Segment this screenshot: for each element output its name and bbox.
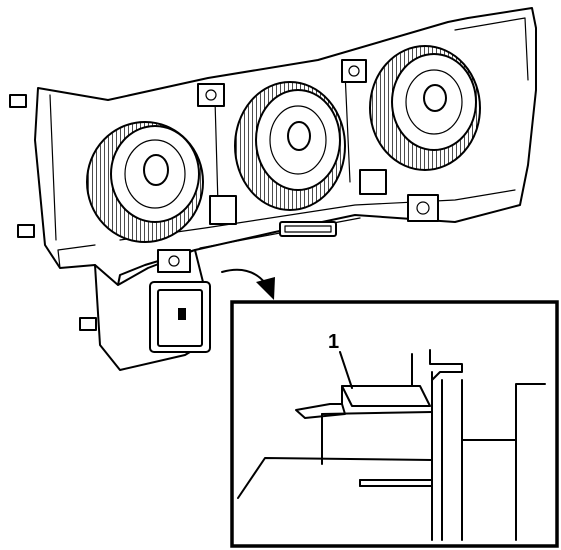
- switch-bezel: [94, 249, 211, 371]
- right-knob: [369, 45, 481, 171]
- switch-indicator-icon: [178, 308, 186, 320]
- left-knob: [86, 121, 204, 243]
- screw-tabs: [197, 59, 439, 237]
- detail-inset: 1: [230, 300, 559, 548]
- callout-number: 1: [328, 331, 339, 353]
- detail-arrow-icon: [221, 268, 275, 300]
- center-knob: [234, 81, 346, 211]
